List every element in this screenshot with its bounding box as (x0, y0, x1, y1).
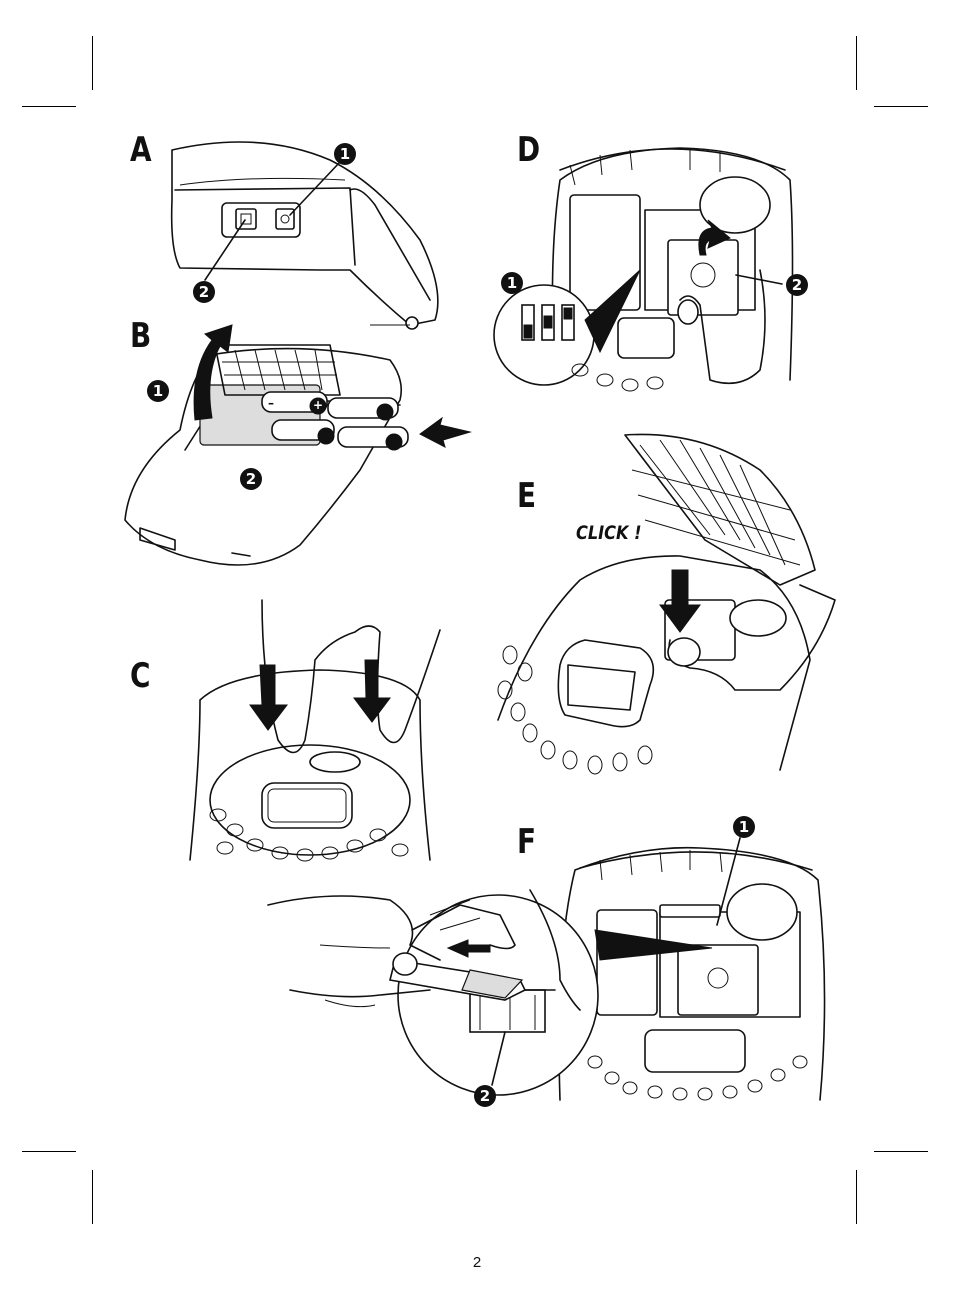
panel-b-callout-2: 2 (240, 468, 262, 490)
panel-b-letter: B (130, 316, 150, 356)
panel-d-callout-1: 1 (501, 272, 523, 294)
panel-a-callout-1: 1 (334, 143, 356, 165)
panel-e-illustration (498, 434, 835, 774)
panel-a-callout-2: 2 (193, 281, 215, 303)
panel-f-callout-2: 2 (474, 1085, 496, 1107)
battery-minus-sign: – (268, 396, 274, 410)
panel-c-illustration (190, 600, 440, 861)
panel-a-illustration (172, 142, 438, 329)
panel-f-callout-1: 1 (733, 816, 755, 838)
panel-b-illustration (125, 325, 470, 565)
panel-b-callout-1: 1 (147, 380, 169, 402)
panel-d-callout-2: 2 (786, 274, 808, 296)
battery-plus-sign: + (313, 398, 323, 412)
panel-c-letter: C (130, 656, 150, 696)
panel-e-letter: E (517, 476, 535, 516)
page-number: 2 (0, 1254, 954, 1271)
panel-d-illustration (494, 148, 793, 391)
panel-a-letter: A (130, 130, 151, 170)
panel-d-letter: D (517, 130, 539, 170)
click-label: CLICK ! (576, 522, 642, 544)
panel-f-illustration (268, 838, 825, 1100)
panel-f-letter: F (517, 822, 535, 862)
